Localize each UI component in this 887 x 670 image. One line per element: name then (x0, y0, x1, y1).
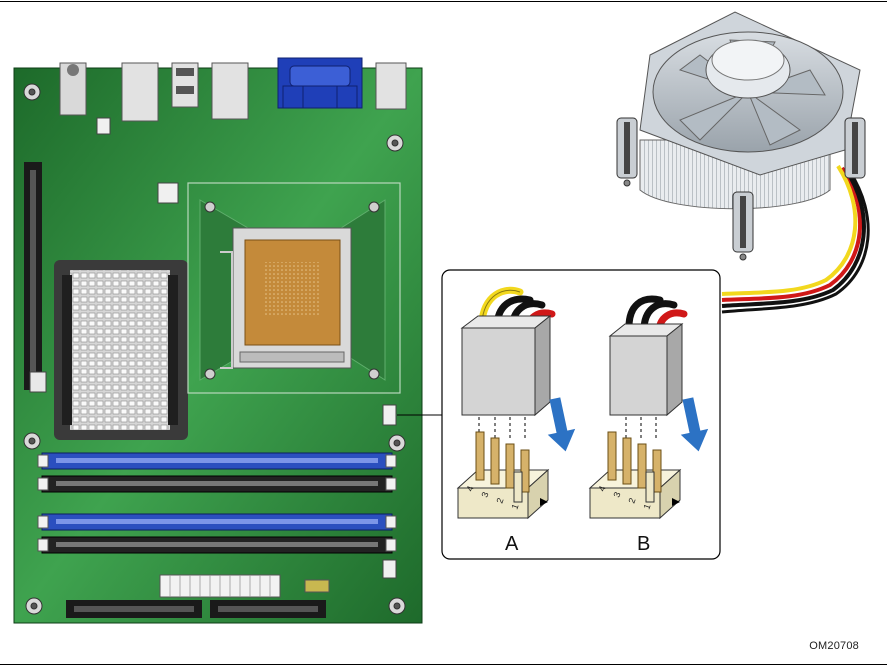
motherboard (14, 58, 422, 623)
vga-port (278, 58, 362, 108)
processor-fan-header (383, 405, 396, 425)
connector-b-label: B (637, 533, 650, 555)
processor-fan-heatsink-icon (617, 12, 868, 312)
connector-a-label: A (505, 533, 519, 555)
chipset-heatsink (54, 260, 188, 440)
figure-id-label: OM20708 (809, 640, 859, 652)
fan-connector-inset: 4 3 2 1 A (442, 270, 720, 559)
